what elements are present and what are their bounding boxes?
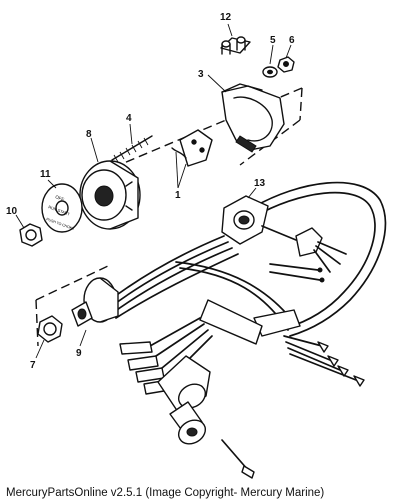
part-9-harness-switch (71, 277, 119, 327)
part-4-stud (111, 135, 153, 163)
callout-1: 1 (175, 190, 181, 201)
callout-labels: 12 5 6 3 4 8 11 13 1 10 9 7 (6, 12, 295, 371)
part-5-washer (262, 66, 278, 78)
part-1-terminal-plate (171, 129, 213, 167)
switch-plate-off-text: OFF (55, 194, 65, 202)
part-8-switch-body (79, 160, 141, 230)
callout-7: 7 (30, 360, 36, 371)
callout-13: 13 (254, 178, 266, 189)
part-10-nut (19, 223, 43, 247)
part-11-switch-plate: OFF RUN START PUSH TO CHOKE (41, 183, 83, 233)
part-13-harness-connector (221, 181, 387, 337)
callout-6: 6 (289, 35, 295, 46)
round-plug-connector (157, 355, 255, 479)
part-6-nut (277, 56, 295, 73)
callout-11: 11 (40, 169, 51, 180)
copyright-caption: MercuryPartsOnline v2.5.1 (Image Copyrig… (6, 487, 325, 499)
part-3-bracket (221, 83, 285, 153)
callout-4: 4 (126, 113, 132, 124)
wire-bundle (109, 235, 365, 395)
leader-lines (15, 23, 292, 359)
callout-5: 5 (270, 35, 276, 46)
callout-12: 12 (220, 12, 232, 23)
part-7-nut (37, 315, 63, 343)
callout-8: 8 (86, 129, 92, 140)
callout-3: 3 (198, 69, 204, 80)
callout-10: 10 (6, 206, 18, 217)
callout-9: 9 (76, 348, 82, 359)
part-12-pins (220, 36, 251, 55)
